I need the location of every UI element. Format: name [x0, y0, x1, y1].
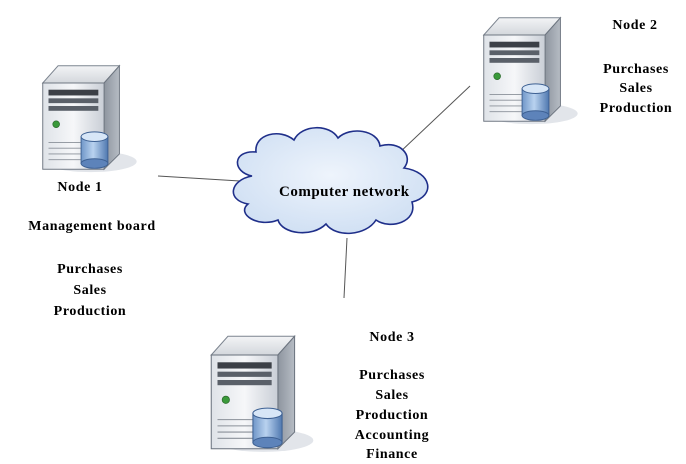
- node-3-dept-2: Sales: [375, 388, 409, 403]
- node-3-dept-1: Purchases: [359, 368, 425, 383]
- computer-network-cloud: [232, 126, 429, 235]
- node-1-title: Node 1: [57, 180, 103, 195]
- node-1-dept-1: Purchases: [57, 262, 123, 277]
- network-label: Computer network: [279, 184, 410, 200]
- node-1-role: Management board: [28, 219, 156, 234]
- link-node1-network: [157, 175, 241, 182]
- node-3-dept-5: Finance: [366, 447, 418, 462]
- node-3-server-icon: [210, 335, 314, 453]
- node-2-server-icon: [483, 17, 579, 125]
- node-3-dept-3: Production: [355, 408, 429, 423]
- node-2-dept-1: Purchases: [603, 62, 669, 77]
- node-1-server-icon: [42, 65, 138, 173]
- link-node2-network: [397, 85, 471, 155]
- link-node3-network: [343, 237, 348, 299]
- node-1-dept-2: Sales: [73, 283, 107, 298]
- node-3-dept-4: Accounting: [354, 428, 430, 443]
- node-2-dept-3: Production: [599, 101, 673, 116]
- node-1-dept-3: Production: [53, 304, 127, 319]
- node-3-title: Node 3: [369, 330, 415, 345]
- node-2-dept-2: Sales: [619, 81, 653, 96]
- node-2-title: Node 2: [612, 18, 658, 33]
